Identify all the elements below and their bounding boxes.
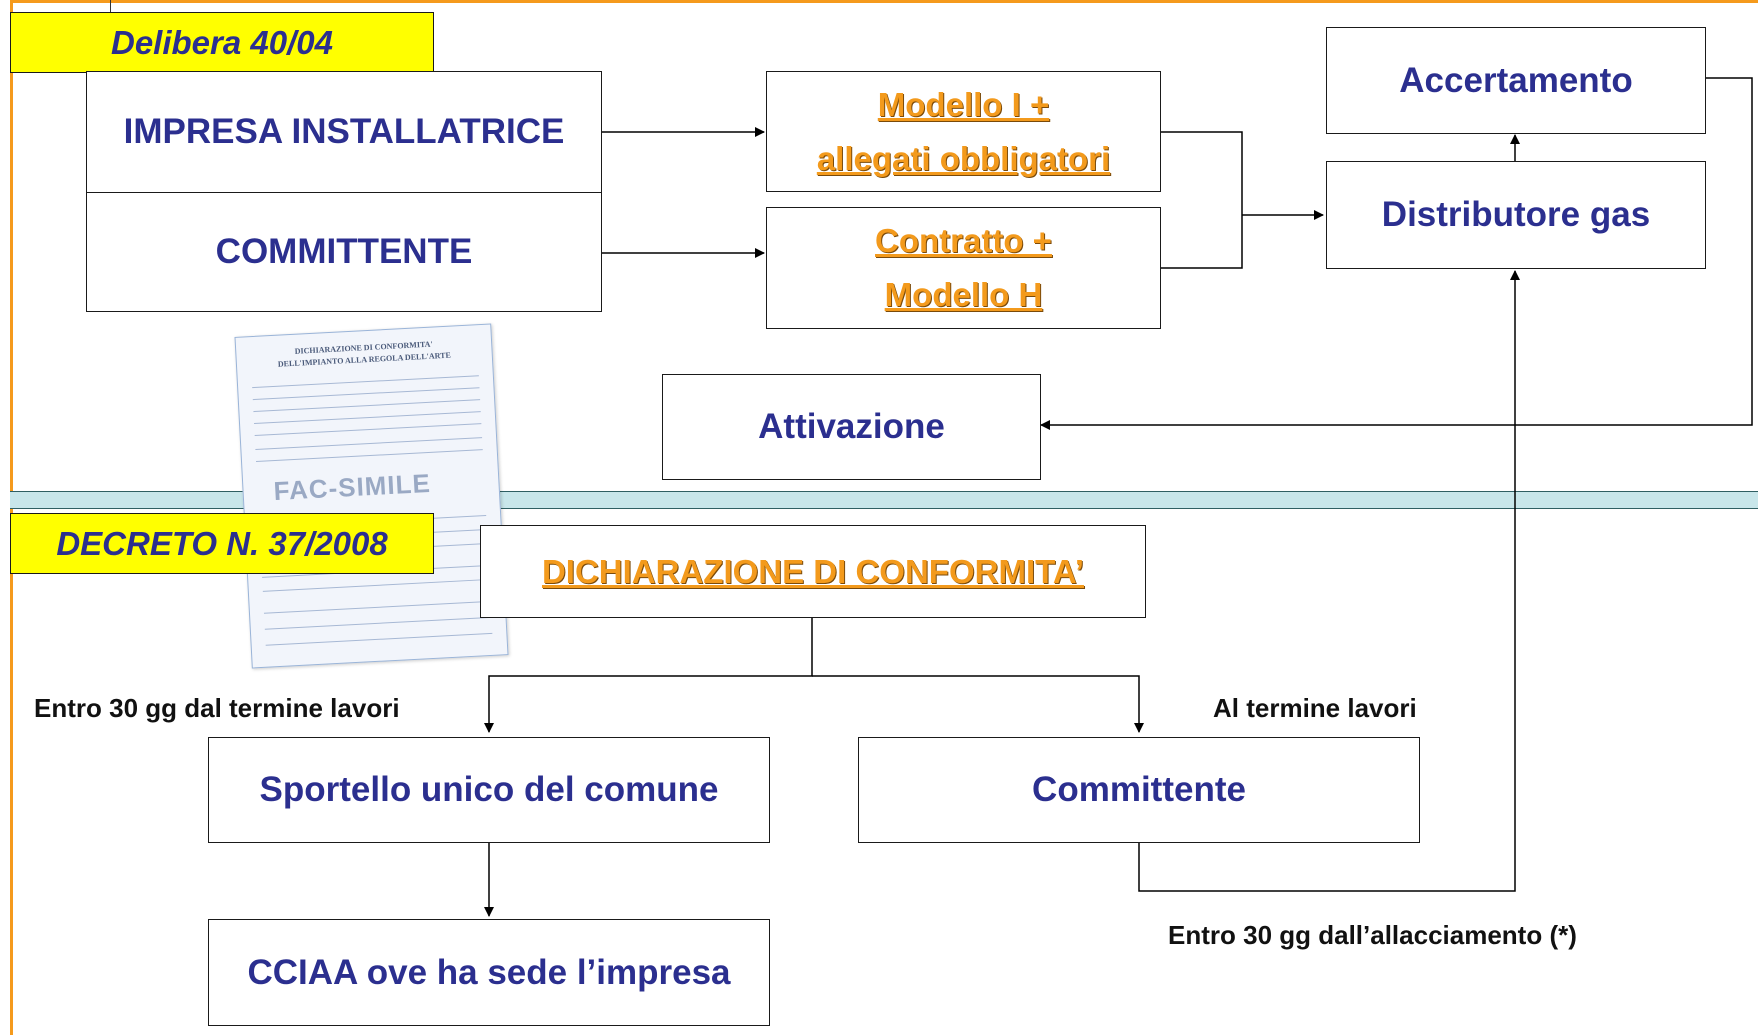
allegati-obbligatori-label[interactable]: allegati obbligatori <box>816 139 1111 177</box>
accertamento-label: Accertamento <box>1399 60 1633 100</box>
entro-30-allacciamento-note: Entro 30 gg dall’allacciamento (*) <box>1168 920 1577 950</box>
contratto-label[interactable]: Contratto + <box>875 222 1052 259</box>
distributore-gas-box[interactable]: Distributore gas <box>1326 161 1706 269</box>
cciaa-label: CCIAA ove ha sede l’impresa <box>247 952 731 992</box>
committente-top-label: COMMITTENTE <box>215 232 473 271</box>
frame-top-line <box>10 0 1758 3</box>
committente-top-box[interactable]: COMMITTENTE <box>86 192 602 312</box>
delibera-tag: Delibera 40/04 <box>10 12 434 73</box>
entro-30-termine-note: Entro 30 gg dal termine lavori <box>34 693 400 723</box>
accertamento-box[interactable]: Accertamento <box>1326 27 1706 134</box>
cciaa-box[interactable]: CCIAA ove ha sede l’impresa <box>208 919 770 1026</box>
sportello-unico-box[interactable]: Sportello unico del comune <box>208 737 770 843</box>
al-termine-note: Al termine lavori <box>1213 693 1417 723</box>
sportello-unico-label: Sportello unico del comune <box>259 770 719 809</box>
corner-tick <box>110 0 111 16</box>
distributore-gas-label: Distributore gas <box>1381 195 1651 234</box>
contratto-box[interactable]: Contratto + Modello H <box>766 207 1161 329</box>
committente-bottom-box[interactable]: Committente <box>858 737 1420 843</box>
impresa-installatrice-label: IMPRESA INSTALLATRICE <box>123 112 565 151</box>
attivazione-box[interactable]: Attivazione <box>662 374 1041 480</box>
committente-bottom-label: Committente <box>1032 770 1246 809</box>
modello-h-label[interactable]: Modello H <box>884 276 1043 313</box>
modello-i-label[interactable]: Modello I + <box>877 85 1050 123</box>
impresa-installatrice-box[interactable]: IMPRESA INSTALLATRICE <box>86 71 602 193</box>
decreto-tag: DECRETO N. 37/2008 <box>10 513 434 574</box>
modello-i-box[interactable]: Modello I + allegati obbligatori <box>766 71 1161 192</box>
attivazione-label: Attivazione <box>758 407 945 446</box>
dichiarazione-conformita-label[interactable]: DICHIARAZIONE DI CONFORMITA’ <box>541 552 1085 590</box>
dichiarazione-conformita-box[interactable]: DICHIARAZIONE DI CONFORMITA’ <box>480 525 1146 618</box>
